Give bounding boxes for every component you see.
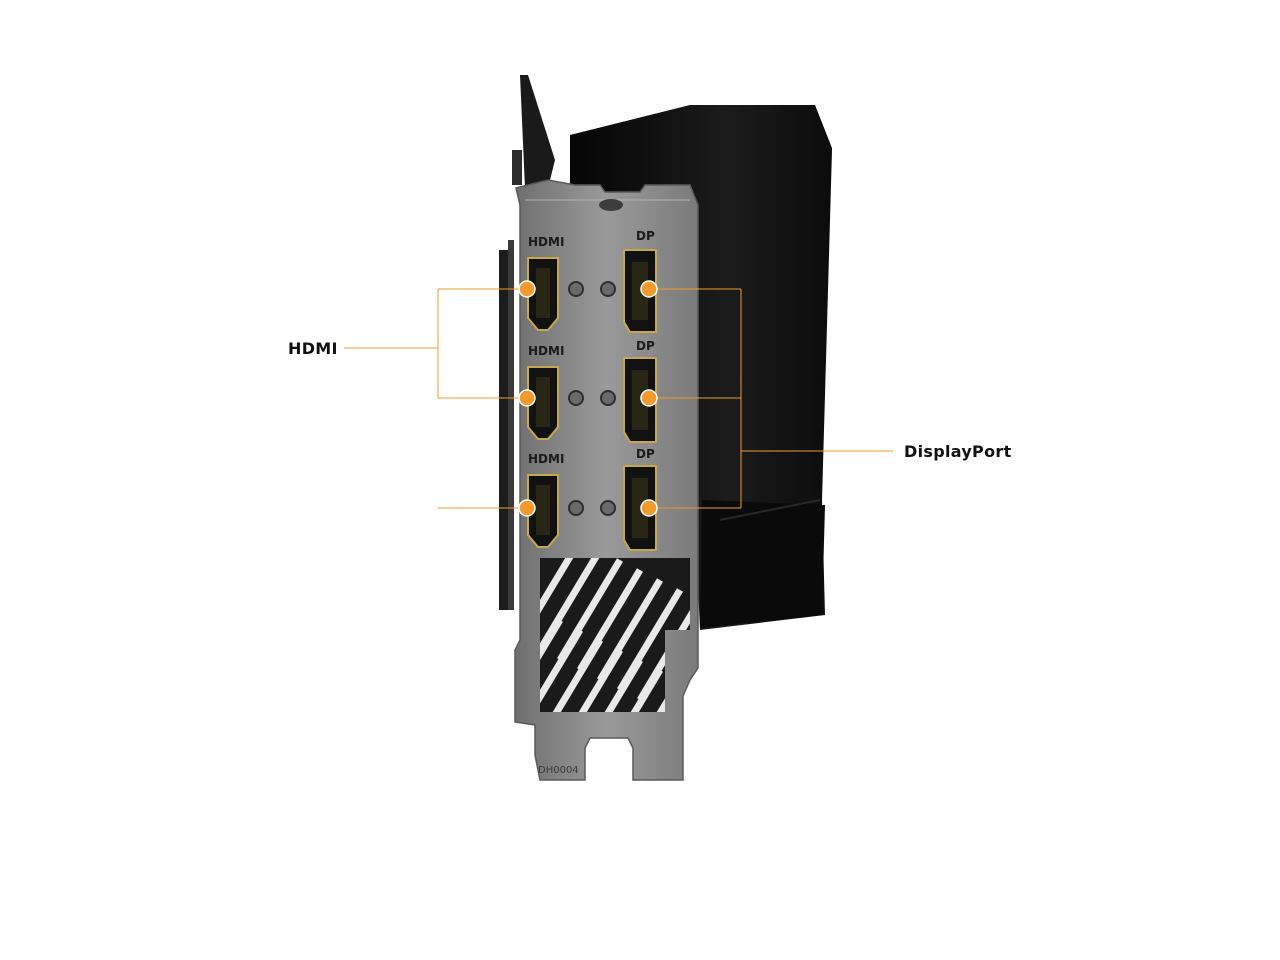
dp-port-label: DP — [636, 447, 655, 461]
gpu-shroud — [570, 105, 832, 630]
bracket-part-code: DH0004 — [538, 765, 579, 776]
hdmi-port-label: HDMI — [528, 235, 564, 249]
displayport-port — [623, 249, 657, 333]
pcb-edge — [499, 75, 555, 610]
hdmi-port — [527, 474, 559, 548]
hdmi-indicator-dot — [518, 389, 536, 407]
hdmi-port-label: HDMI — [528, 452, 564, 466]
dp-port-group: DP DP DP — [623, 229, 657, 551]
hdmi-port — [527, 366, 559, 440]
dp-indicator-dot — [640, 499, 658, 517]
dp-port-label: DP — [636, 339, 655, 353]
hdmi-port — [527, 257, 559, 331]
hdmi-indicator-dot — [518, 499, 536, 517]
vent-grille — [540, 558, 690, 712]
displayport-port — [623, 465, 657, 551]
hdmi-leader-lines — [344, 288, 527, 509]
displayport-port — [623, 357, 657, 443]
dp-indicator-dot — [640, 389, 658, 407]
displayport-callout-label: DisplayPort — [904, 442, 1012, 461]
dp-port-label: DP — [636, 229, 655, 243]
displayport-leader-lines — [649, 288, 893, 509]
dp-indicator-dot — [640, 280, 658, 298]
bracket-screws — [568, 281, 616, 516]
hdmi-indicator-dot — [518, 280, 536, 298]
hdmi-callout-label: HDMI — [288, 339, 338, 358]
hdmi-port-label: HDMI — [528, 344, 564, 358]
port-indicator-dots — [518, 280, 658, 517]
hdmi-port-group: HDMI HDMI HDMI — [527, 235, 564, 548]
